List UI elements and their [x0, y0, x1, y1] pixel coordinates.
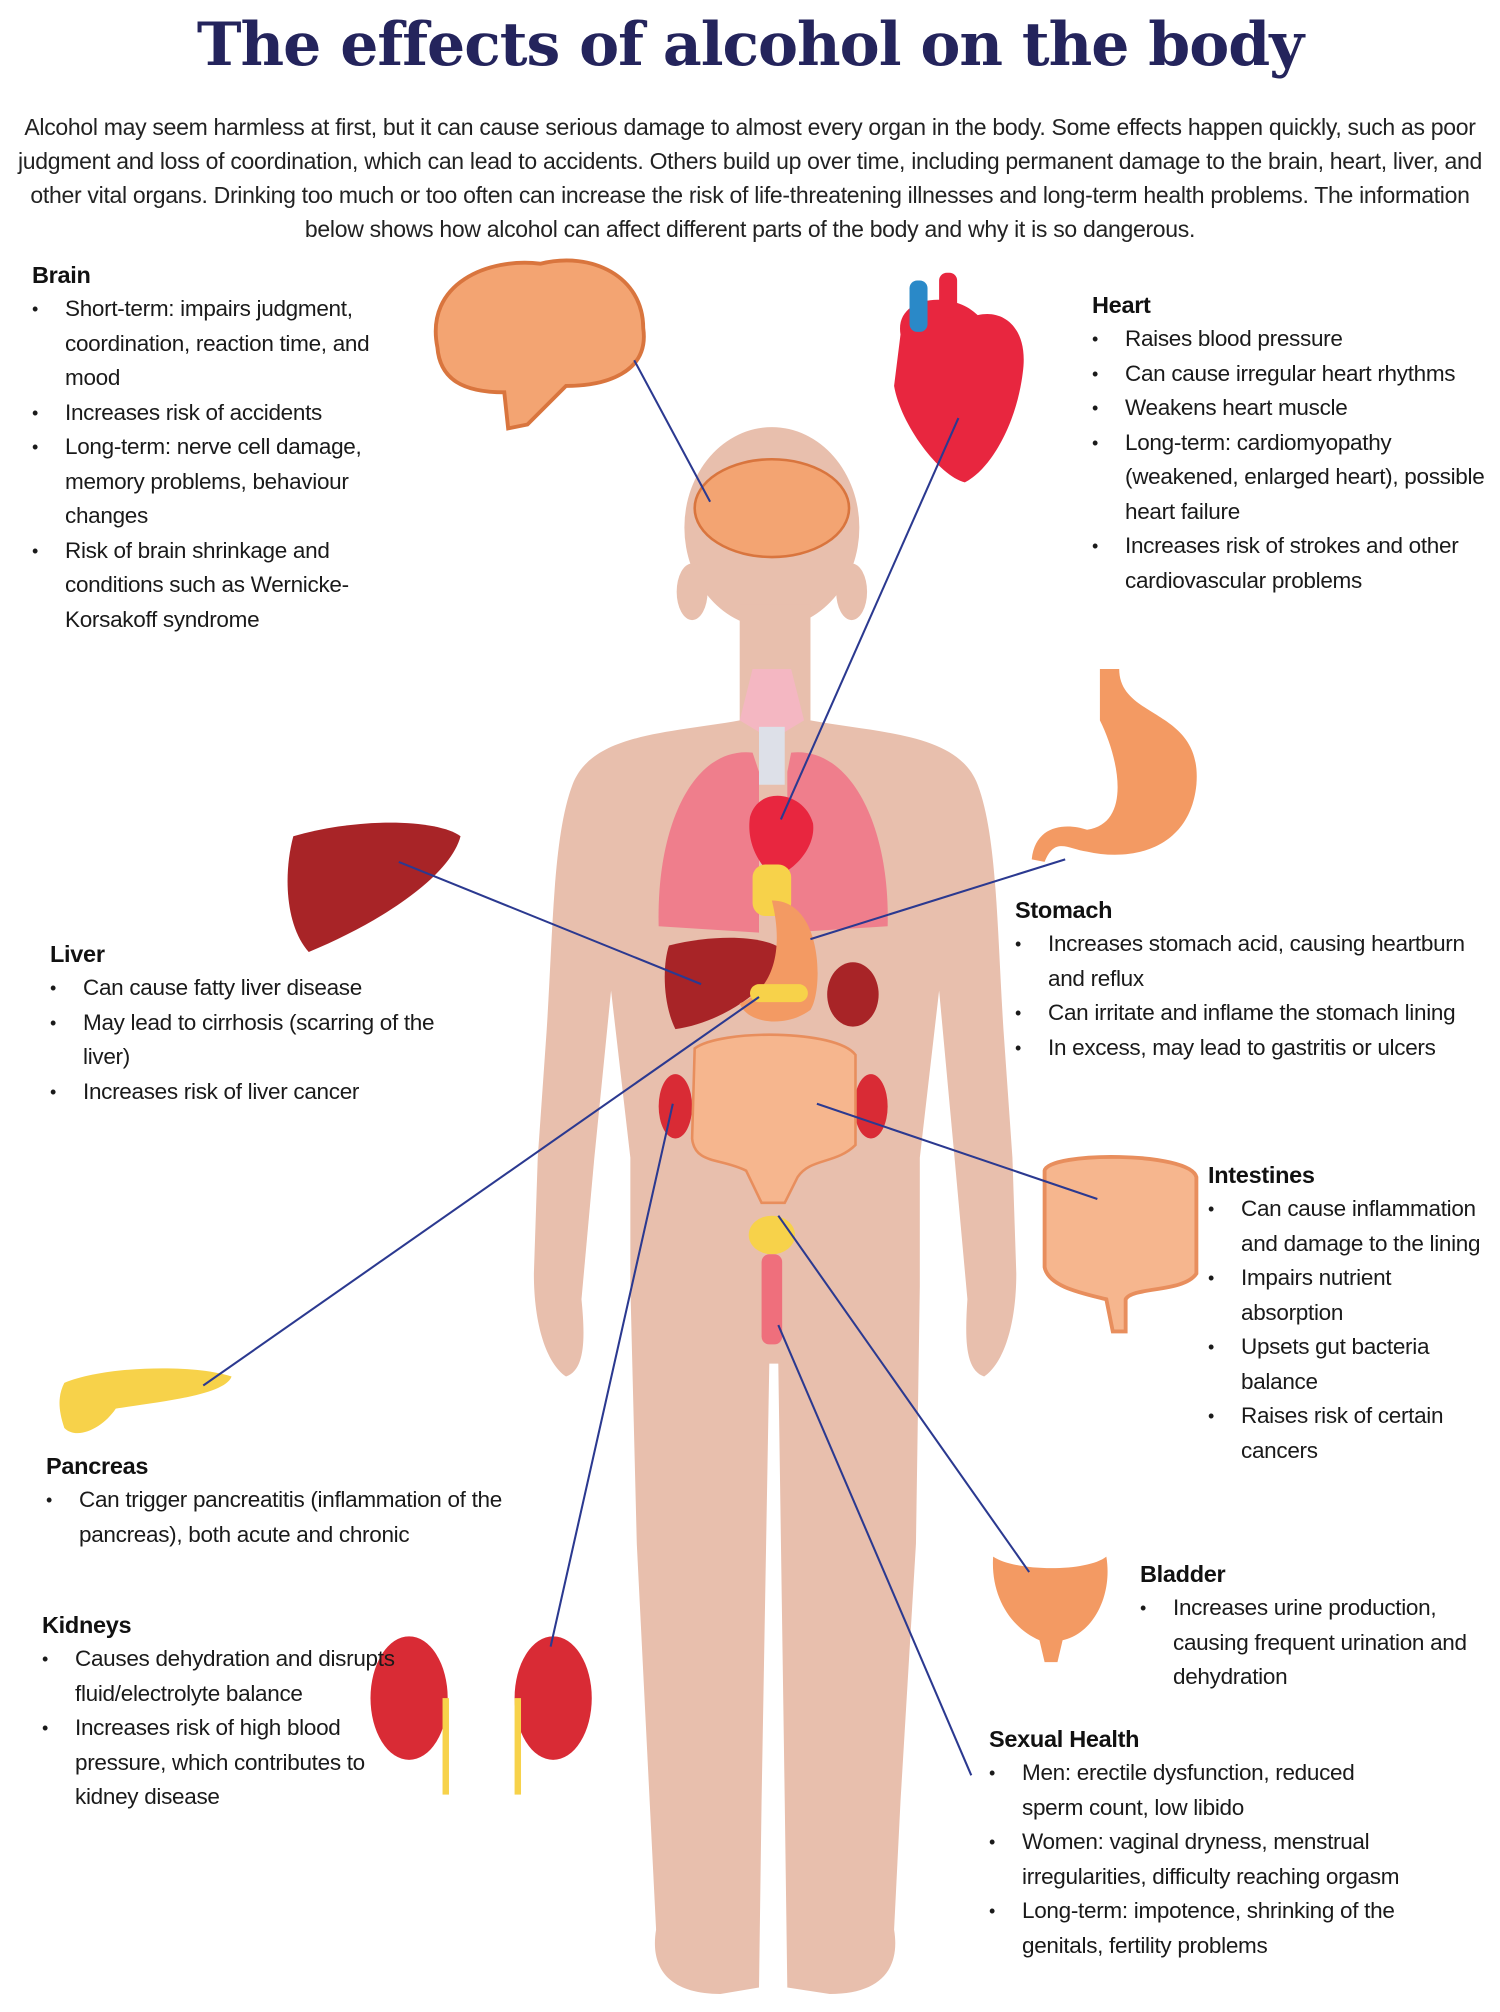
- list-item: Increases risk of liver cancer: [50, 1075, 470, 1110]
- section-liver: Liver Can cause fatty liver diseaseMay l…: [50, 937, 470, 1109]
- pancreas-illustration: [59, 1368, 232, 1434]
- list-item: Impairs nutrient absorption: [1208, 1261, 1493, 1330]
- intestines-illustration: [1042, 1155, 1199, 1334]
- organ-illustrations: [59, 258, 1199, 1795]
- section-heading: Pancreas: [46, 1453, 149, 1479]
- list-item: Upsets gut bacteria balance: [1208, 1330, 1493, 1399]
- intro-paragraph: Alcohol may seem harmless at first, but …: [18, 114, 1482, 242]
- list-item: Raises blood pressure: [1092, 322, 1492, 357]
- section-intestines: Intestines Can cause inflammation and da…: [1208, 1158, 1493, 1468]
- lung-right: [787, 752, 888, 933]
- heart-inner: [749, 795, 814, 876]
- section-brain: Brain Short-term: impairs judgment, coor…: [32, 258, 422, 637]
- list-item: Long-term: impotence, shrinking of the g…: [989, 1894, 1409, 1963]
- section-bladder: Bladder Increases urine production, caus…: [1140, 1557, 1490, 1695]
- brain-inner: [693, 457, 851, 559]
- section-stomach: Stomach Increases stomach acid, causing …: [1015, 893, 1500, 1065]
- connector-pancreas: [202, 996, 760, 1387]
- connector-lines: [202, 359, 1098, 1776]
- list-item: Increases urine production, causing freq…: [1140, 1591, 1490, 1695]
- list-item: Long-term: cardiomyopathy (weakened, enl…: [1092, 426, 1492, 530]
- list-item: Can cause inflammation and damage to the…: [1208, 1192, 1493, 1261]
- kidney-left-inner: [658, 1074, 693, 1139]
- section-kidneys: Kidneys Causes dehydration and disrupts …: [42, 1608, 412, 1815]
- bladder-inner: [748, 1215, 796, 1255]
- list-item: Men: erectile dysfunction, reduced sperm…: [989, 1756, 1409, 1825]
- list-item: Increases stomach acid, causing heartbur…: [1015, 927, 1500, 996]
- liver-illustration: [287, 822, 461, 952]
- list-item: Can irritate and inflame the stomach lin…: [1015, 996, 1500, 1031]
- pancreas-inner: [750, 984, 808, 1003]
- list-item: Risk of brain shrinkage and conditions s…: [32, 534, 422, 638]
- intestines-inner: [690, 1033, 857, 1205]
- section-heading: Kidneys: [42, 1612, 132, 1638]
- thyroid: [739, 668, 805, 740]
- section-heading: Heart: [1092, 292, 1151, 318]
- lung-left: [658, 752, 760, 933]
- list-item: May lead to cirrhosis (scarring of the l…: [50, 1006, 470, 1075]
- list-item: Raises risk of certain cancers: [1208, 1399, 1493, 1468]
- spleen: [827, 962, 879, 1027]
- list-item: Can trigger pancreatitis (inflammation o…: [46, 1483, 566, 1552]
- connector-brain: [633, 359, 712, 503]
- connector-stomach: [810, 858, 1066, 941]
- connector-kidneys: [549, 1103, 674, 1647]
- list-item: Can cause irregular heart rhythms: [1092, 357, 1492, 392]
- stomach-illustration: [1031, 668, 1197, 862]
- section-heading: Stomach: [1015, 897, 1113, 923]
- list-item: Women: vaginal dryness, menstrual irregu…: [989, 1825, 1409, 1894]
- kidney-right-illustration: [514, 1636, 592, 1760]
- connector-intestines: [816, 1102, 1098, 1200]
- connector-heart: [779, 417, 960, 820]
- list-item: Increases risk of accidents: [32, 396, 422, 431]
- body-silhouette: [533, 427, 1017, 1994]
- list-item: Weakens heart muscle: [1092, 391, 1492, 426]
- section-heading: Bladder: [1140, 1561, 1226, 1587]
- list-item: Causes dehydration and disrupts fluid/el…: [42, 1642, 412, 1711]
- section-heading: Liver: [50, 941, 105, 967]
- connector-bladder: [777, 1215, 1031, 1573]
- kidney-right-inner: [854, 1074, 888, 1139]
- connector-liver: [398, 860, 702, 986]
- list-item: Increases risk of high blood pressure, w…: [42, 1711, 412, 1815]
- section-pancreas: Pancreas Can trigger pancreatitis (infla…: [46, 1449, 566, 1552]
- section-heading: Sexual Health: [989, 1726, 1140, 1752]
- brain-illustration: [433, 258, 646, 431]
- internal-organs: [658, 457, 888, 1345]
- list-item: In excess, may lead to gastritis or ulce…: [1015, 1031, 1500, 1066]
- connector-sexual-health: [777, 1324, 973, 1776]
- list-item: Increases risk of strokes and other card…: [1092, 529, 1492, 598]
- section-heading: Intestines: [1208, 1162, 1315, 1188]
- section-sexual-health: Sexual Health Men: erectile dysfunction,…: [989, 1722, 1409, 1963]
- list-item: Can cause fatty liver disease: [50, 971, 470, 1006]
- list-item: Short-term: impairs judgment, coordinati…: [32, 292, 422, 396]
- section-heart: Heart Raises blood pressureCan cause irr…: [1092, 288, 1492, 598]
- list-item: Long-term: nerve cell damage, memory pro…: [32, 430, 422, 534]
- liver-inner: [664, 937, 785, 1030]
- heart-illustration: [894, 299, 1024, 483]
- section-heading: Brain: [32, 262, 91, 288]
- page-title: The effects of alcohol on the body: [196, 10, 1304, 80]
- trachea: [759, 726, 785, 785]
- bladder-illustration: [992, 1556, 1108, 1663]
- reproductive-inner: [761, 1254, 783, 1345]
